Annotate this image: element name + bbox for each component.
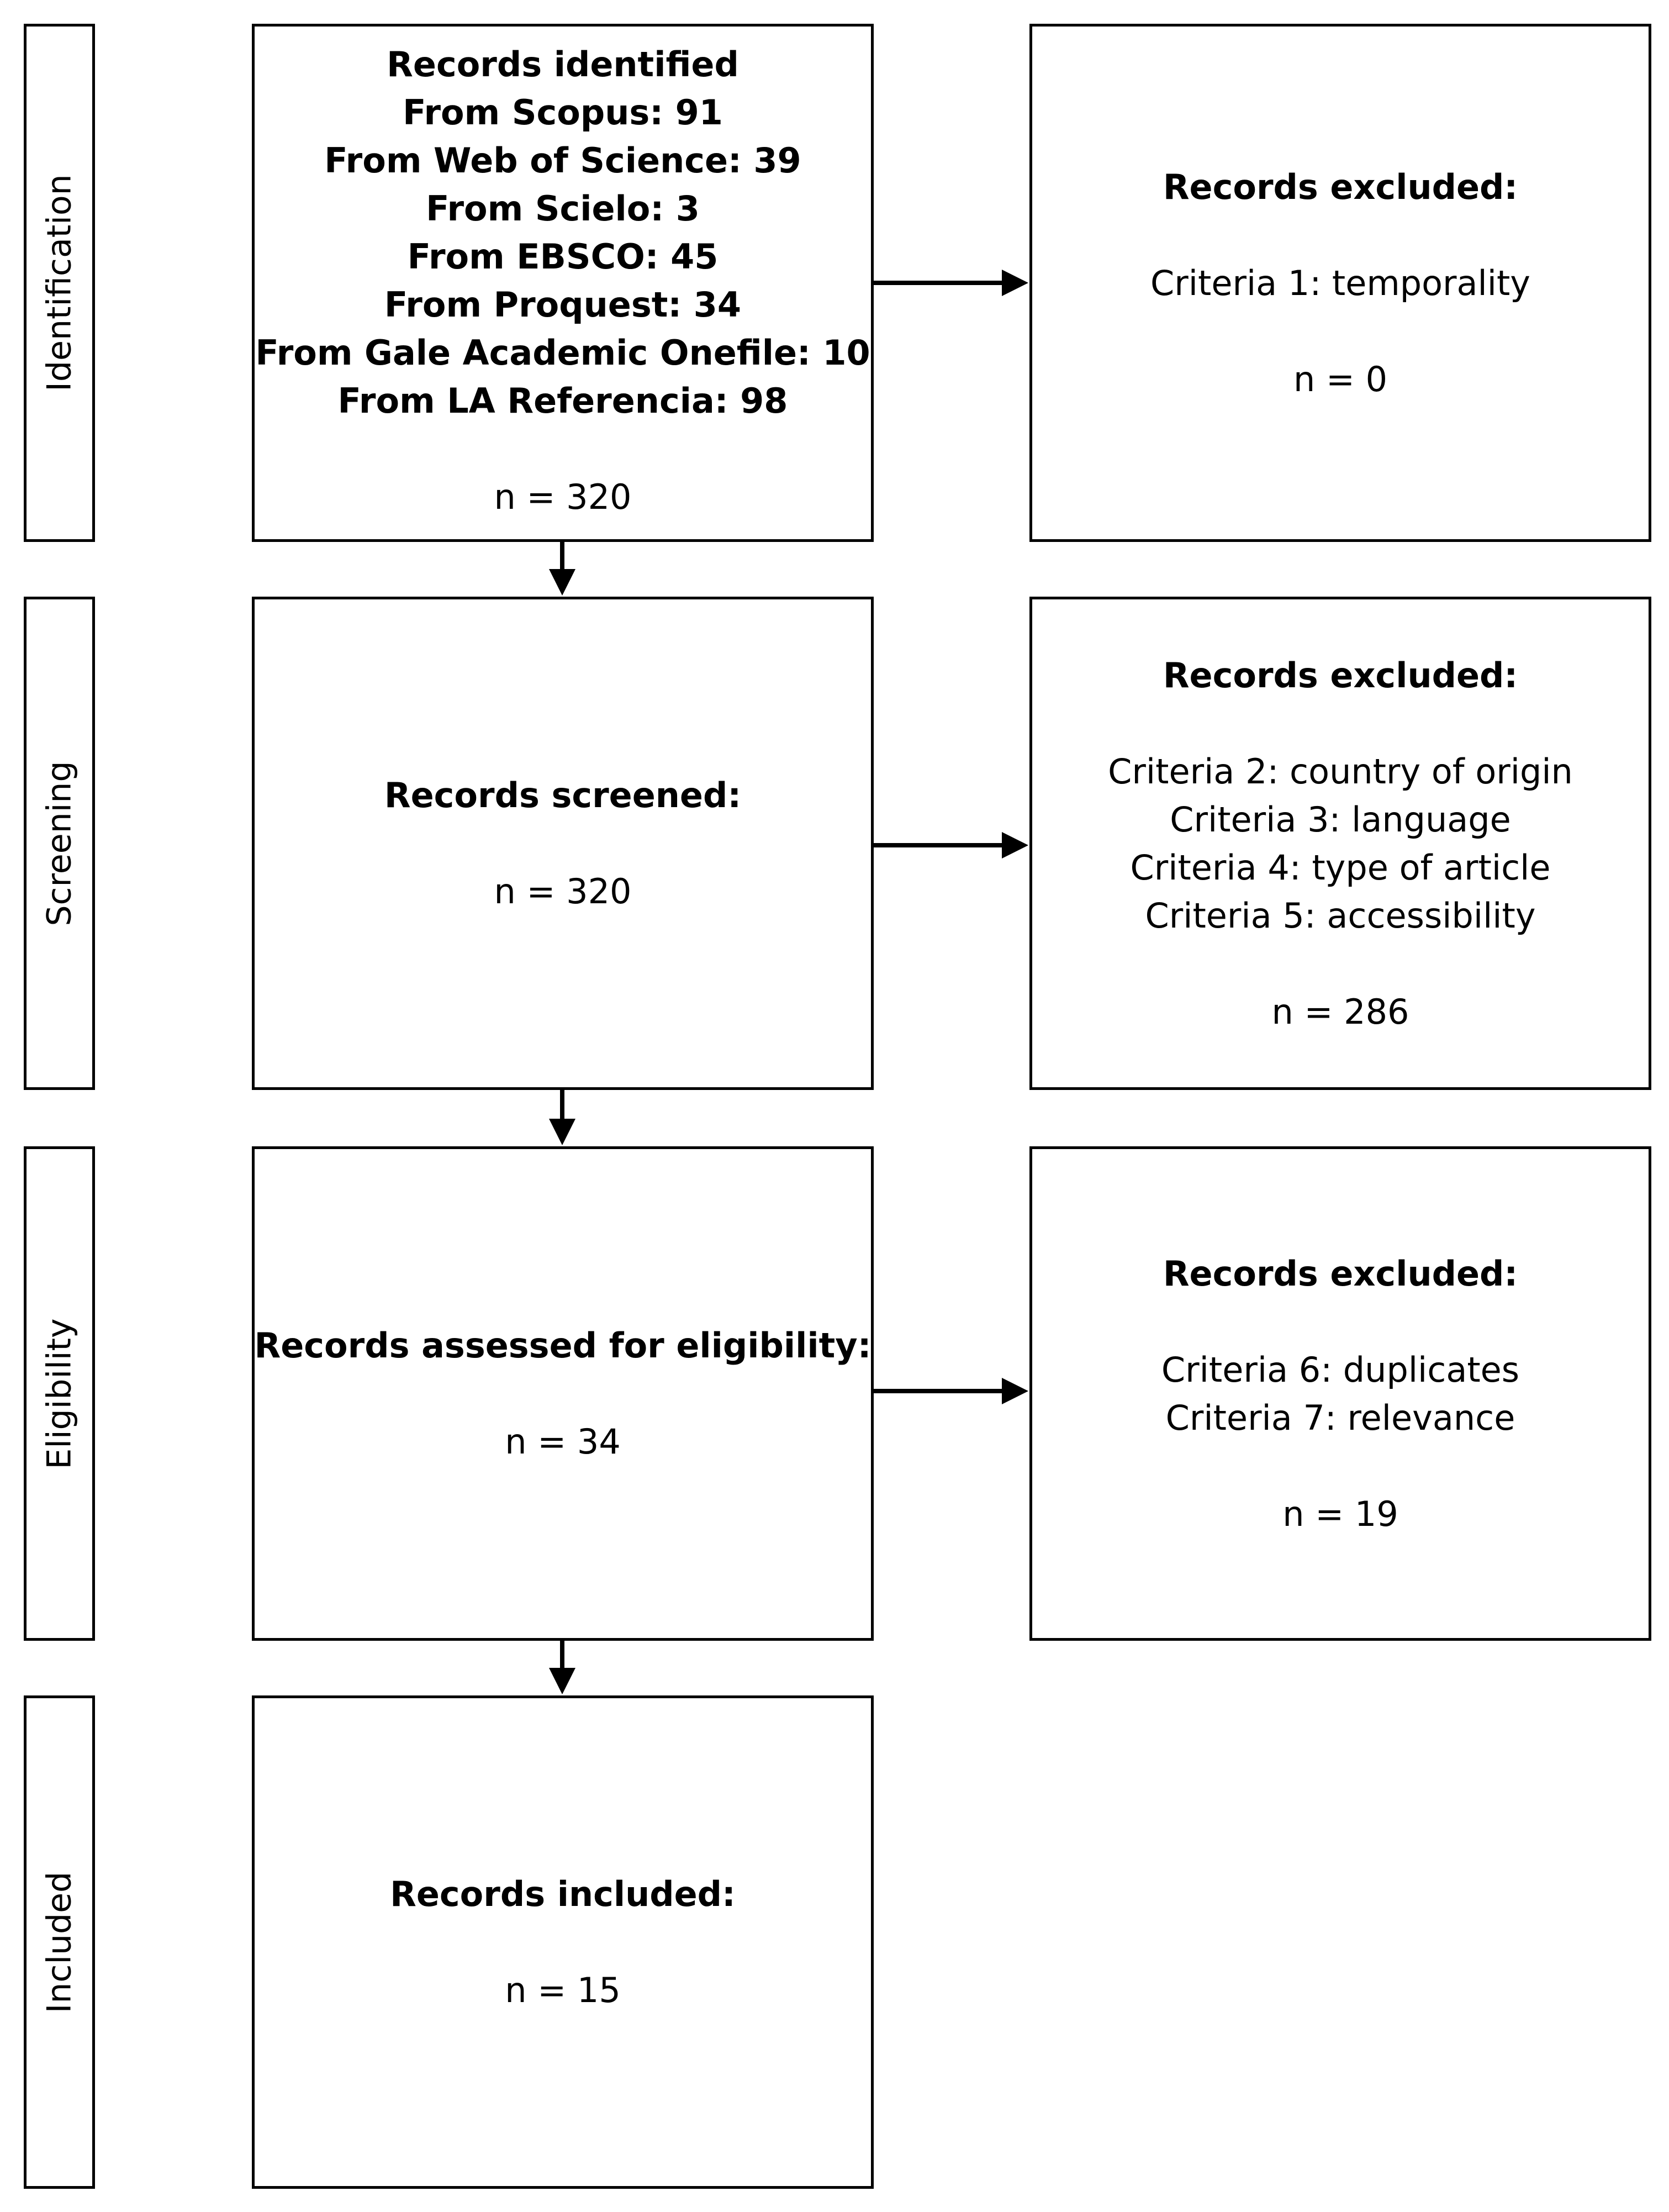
excluded-criteria: Criteria 1: temporality [1150, 262, 1530, 303]
records-identified-title: Records identified [387, 44, 739, 85]
records-eligibility-count: n = 34 [505, 1421, 621, 1462]
excluded-title: Records excluded: [1163, 655, 1518, 696]
source-proquest: From Proquest: 34 [384, 285, 742, 325]
records-eligibility-title: Records assessed for eligibility: [254, 1325, 872, 1366]
source-gale-academic-onefile: From Gale Academic Onefile: 10 [255, 333, 870, 373]
stage-included: Included [24, 1695, 95, 2189]
excluded-criteria: Criteria 3: language [1170, 799, 1511, 840]
source-la-referencia: From LA Referencia: 98 [337, 381, 788, 421]
stage-screening: Screening [24, 597, 95, 1090]
stage-eligibility: Eligibility [24, 1146, 95, 1641]
excluded-count: n = 19 [1282, 1493, 1398, 1534]
records-included-box: Records included: n = 15 [252, 1695, 874, 2189]
excluded-title: Records excluded: [1163, 1253, 1518, 1294]
excluded-title: Records excluded: [1163, 166, 1518, 207]
excluded-criteria: Criteria 4: type of article [1130, 847, 1551, 888]
excluded-count: n = 0 [1293, 359, 1388, 399]
excluded-count: n = 286 [1271, 991, 1409, 1032]
records-included-count: n = 15 [505, 1970, 621, 2010]
records-excluded-eligibility-box: Records excluded: Criteria 6: duplicates… [1029, 1146, 1651, 1641]
source-scielo: From Scielo: 3 [426, 188, 700, 229]
source-scopus: From Scopus: 91 [403, 92, 723, 133]
records-screened-box: Records screened: n = 320 [252, 597, 874, 1090]
stage-label: Screening [40, 760, 79, 926]
source-web-of-science: From Web of Science: 39 [324, 140, 801, 181]
excluded-criteria: Criteria 7: relevance [1165, 1397, 1515, 1438]
records-eligibility-box: Records assessed for eligibility: n = 34 [252, 1146, 874, 1641]
source-ebsco: From EBSCO: 45 [407, 236, 719, 277]
records-included-title: Records included: [390, 1874, 736, 1914]
records-screened-count: n = 320 [494, 871, 632, 912]
excluded-criteria: Criteria 2: country of origin [1108, 751, 1573, 792]
stage-identification: Identification [24, 24, 95, 542]
records-excluded-identification-box: Records excluded: Criteria 1: temporalit… [1029, 24, 1651, 542]
excluded-criteria: Criteria 5: accessibility [1145, 895, 1536, 936]
records-identified-box: Records identified From Scopus: 91 From … [252, 24, 874, 542]
records-excluded-screening-box: Records excluded: Criteria 2: country of… [1029, 597, 1651, 1090]
stage-label: Included [40, 1871, 79, 2013]
records-identified-count: n = 320 [494, 477, 632, 517]
stage-label: Identification [40, 174, 79, 392]
records-screened-title: Records screened: [384, 775, 742, 815]
excluded-criteria: Criteria 6: duplicates [1161, 1349, 1520, 1390]
stage-label: Eligibility [40, 1318, 79, 1470]
